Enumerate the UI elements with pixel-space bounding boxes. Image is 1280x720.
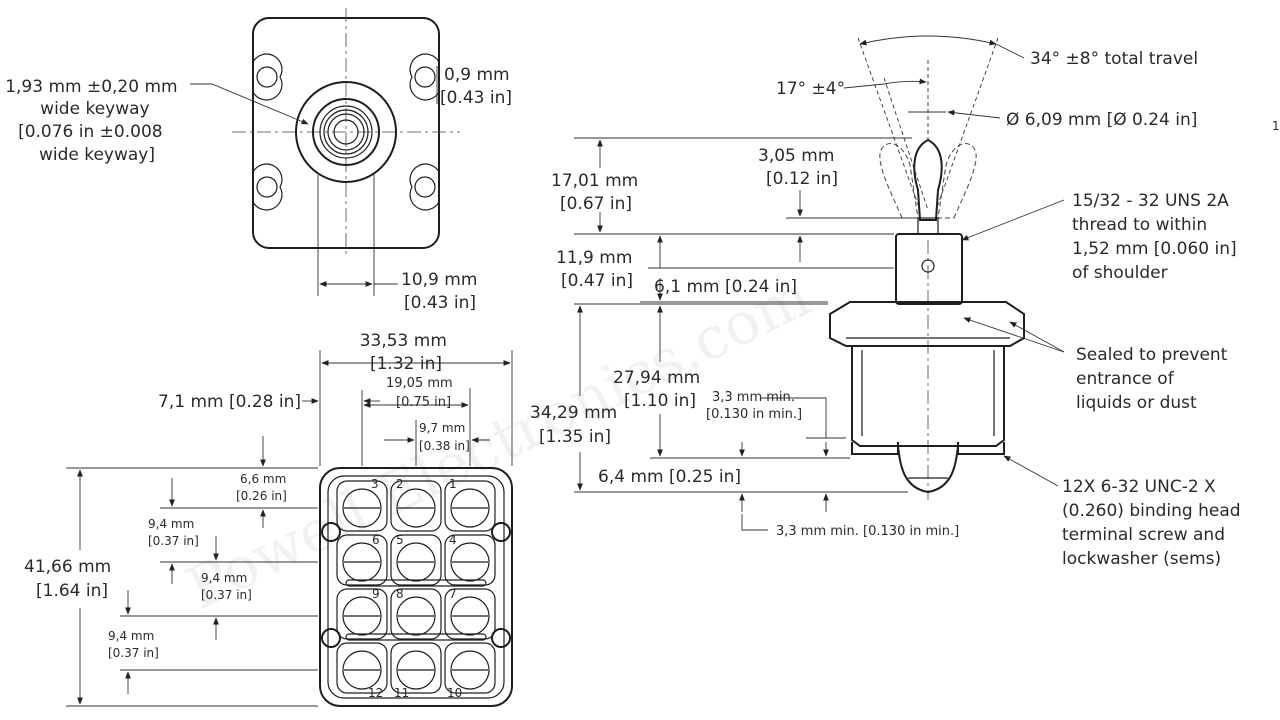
lever-left-position	[879, 143, 919, 219]
side-view: 34° ±8° total travel 17° ±4° Ø 6,09 mm […	[530, 35, 1246, 569]
lever-diameter-label: Ø 6,09 mm [Ø 0.24 in]	[1006, 110, 1197, 130]
clearance-top-label: 3,3 mm min. [0.130 in min.]	[706, 390, 802, 422]
screw-note: 12X 6-32 UNC-2 X (0.260) binding head te…	[1062, 477, 1246, 569]
seal-note: Sealed to prevent entrance of liquids or…	[1076, 345, 1233, 413]
svg-text:9: 9	[372, 587, 380, 601]
mount-hole	[321, 628, 341, 648]
threaded-bushing	[895, 233, 963, 305]
body-27-94-label: 27,94 mm [1.10 in]	[613, 368, 706, 411]
terminal-grid	[336, 480, 496, 694]
clearance-bottom-label: 3,3 mm min. [0.130 in min.]	[776, 524, 959, 539]
angle-label: 17° ±4°	[776, 79, 845, 99]
svg-text:1: 1	[449, 477, 457, 491]
toggle-lever	[913, 138, 943, 221]
lever-height-label: 17,01 mm [0.67 in]	[551, 171, 644, 214]
row-9-4-a-label: 9,4 mm [0.37 in]	[148, 517, 199, 548]
travel-label: 34° ±8° total travel	[1030, 49, 1198, 69]
terminal-block-outer	[319, 467, 513, 707]
lever-tip-label: 3,05 mm [0.12 in]	[758, 146, 840, 189]
terminal-6-4-label: 6,4 mm [0.25 in]	[598, 467, 741, 487]
switch-body	[851, 346, 1005, 447]
row-9-4-b-label: 9,4 mm [0.37 in]	[201, 571, 252, 602]
lever-right-position	[937, 143, 977, 219]
mount-hole	[256, 66, 278, 88]
svg-text:12: 12	[368, 686, 383, 700]
terminal-right	[957, 442, 1005, 455]
svg-text:4: 4	[449, 533, 457, 547]
bushing-height-label: 11,9 mm [0.47 in]	[556, 248, 638, 291]
bushing-6-1-label: 6,1 mm [0.24 in]	[654, 277, 797, 297]
mount-hole	[491, 522, 511, 542]
watermark: Powell Electronics.com	[176, 262, 820, 623]
thread-label: 15/32 - 32 UNS 2A thread to within 1,52 …	[1072, 191, 1242, 283]
front-view: 1,93 mm ±0,20 mm wide keyway [0.076 in ±…	[5, 8, 515, 313]
offset-7-1-label: 7,1 mm [0.28 in]	[158, 392, 301, 412]
svg-text:11: 11	[394, 686, 409, 700]
terminal-base	[897, 445, 959, 494]
mount-hole	[321, 522, 341, 542]
svg-text:5: 5	[396, 533, 404, 547]
bushing-outer	[295, 81, 397, 183]
bottom-view: 3 2 1 6 5 4 9 8 7 12 11 10 33,53 mm [1.3…	[24, 331, 513, 707]
svg-text:7: 7	[449, 587, 457, 601]
row-6-6-label: 6,6 mm [0.26 in]	[236, 472, 290, 503]
hole-spacing-label: 10,9 mm [0.43 in]	[401, 270, 483, 313]
pitch-9-7-label: 9,7 mm [0.38 in]	[419, 421, 470, 453]
hole-offset-label: 0,9 mm [0.43 in]	[440, 65, 515, 108]
row-9-4-c-label: 9,4 mm [0.37 in]	[108, 629, 159, 660]
mount-hole	[414, 66, 436, 88]
mounting-flange	[829, 301, 1025, 347]
terminal-left	[851, 442, 899, 455]
height-label: 41,66 mm [1.64 in]	[24, 557, 117, 601]
svg-text:8: 8	[396, 587, 404, 601]
bushing-ring	[312, 98, 380, 166]
body-34-29-label: 34,29 mm [1.35 in]	[530, 403, 623, 447]
width-label: 33,53 mm [1.32 in]	[360, 331, 453, 374]
pitch-19-05-label: 19,05 mm [0.75 in]	[386, 376, 457, 410]
svg-text:10: 10	[447, 686, 462, 700]
terminal-numbers: 3 2 1 6 5 4 9 8 7 12 11 10	[368, 477, 462, 700]
mount-hole	[256, 176, 278, 198]
svg-text:6: 6	[372, 533, 380, 547]
mount-hole	[491, 628, 511, 648]
edge-mark: 1	[1272, 119, 1280, 133]
mount-hole	[414, 176, 436, 198]
svg-text:3: 3	[371, 477, 379, 491]
svg-text:2: 2	[396, 477, 404, 491]
keyway-label: 1,93 mm ±0,20 mm wide keyway [0.076 in ±…	[5, 77, 183, 165]
